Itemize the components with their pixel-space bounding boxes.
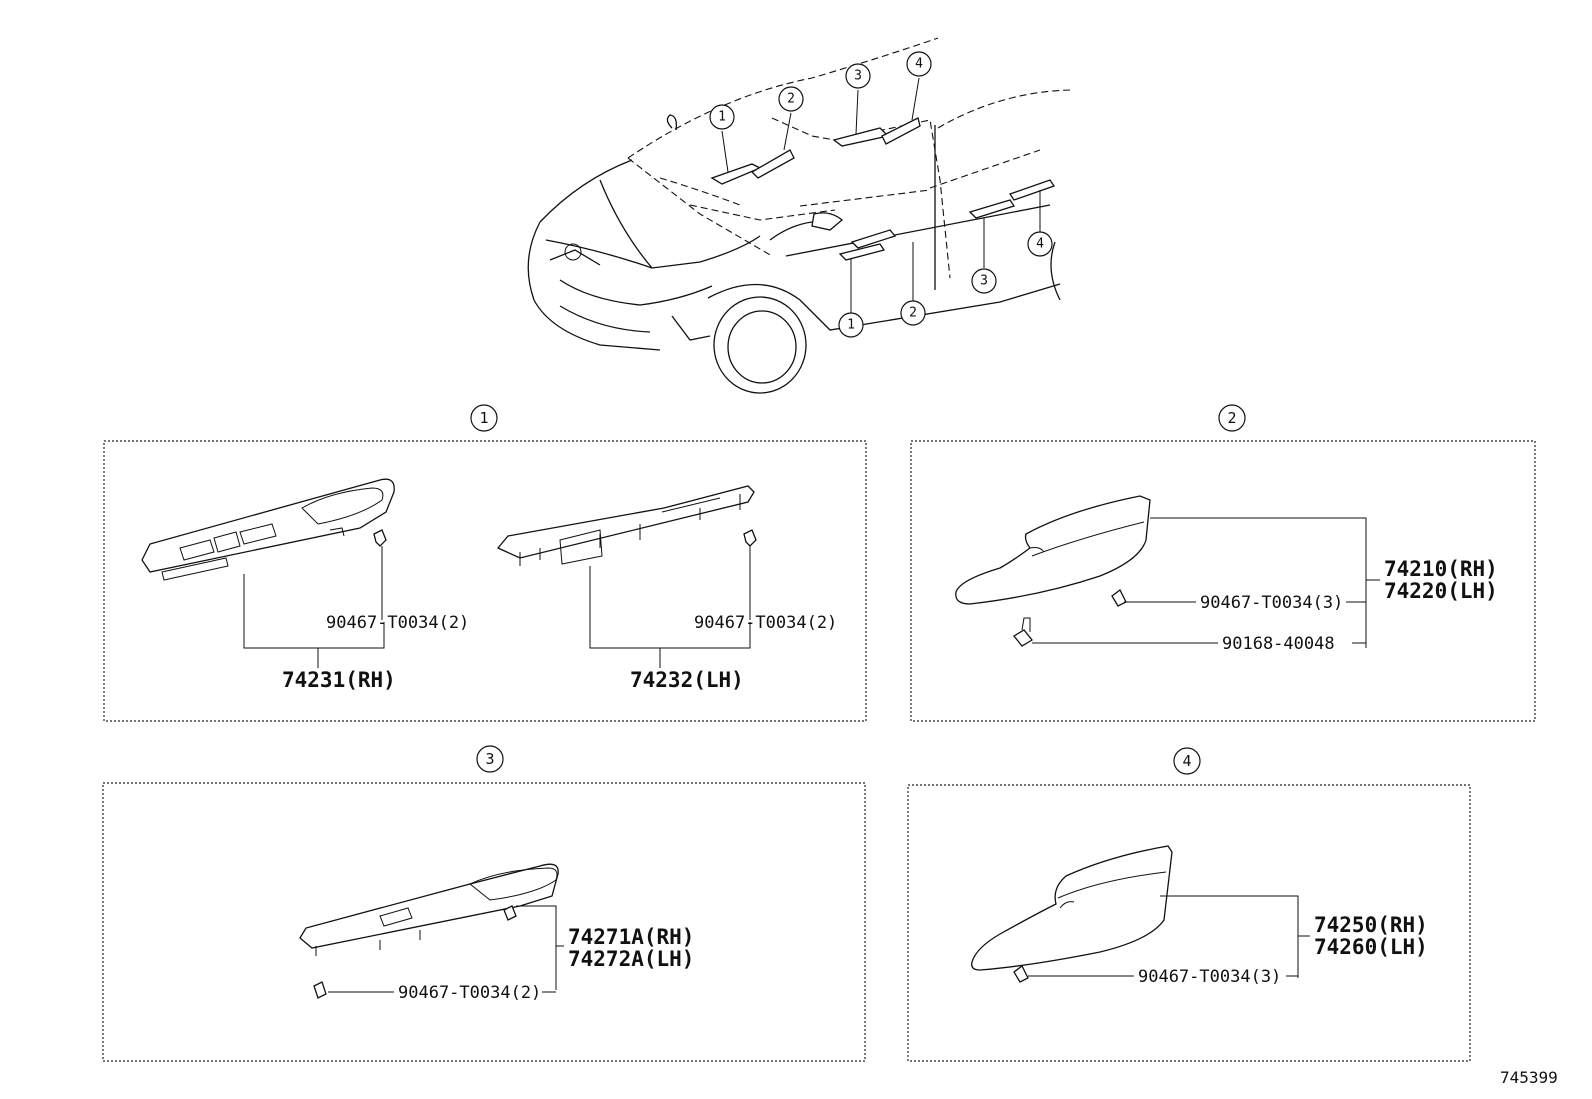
door-trim-rear [971, 845, 1173, 971]
overview-side-callout-1: 1 [847, 318, 855, 333]
clip-icon [1013, 965, 1029, 983]
part-number-assembly-rh: 74250(RH) [1314, 913, 1428, 937]
panel-2: 2 90467-T0034(3) 90168-40048 74210(RH) 7… [910, 404, 1536, 722]
door-switch-panel-lh [496, 485, 755, 566]
door-switch-panel-rh [141, 478, 395, 581]
part-number-clip-rh: 90467-T0034(2) [326, 613, 469, 633]
panel-4: 4 74250(RH) 74260(LH) 90467-T0034(3) [907, 747, 1471, 1062]
panel-3: 3 74271A(RH) 74272A(LH) 90467-T0034(2) [102, 745, 866, 1062]
clip-icon [743, 529, 757, 547]
part-number-assembly-rh: 74271A(RH) [568, 925, 694, 949]
overview-side-callout-4: 4 [1036, 237, 1044, 252]
door-switch-panel-rear [299, 863, 559, 956]
panel-1: 1 90467-T0034(2) 74231(RH) [103, 404, 867, 722]
panel-1-index: 1 [479, 409, 488, 427]
overview-side-callout-3: 3 [980, 274, 988, 289]
part-number-screw: 90168-40048 [1222, 634, 1335, 654]
clip-icon [373, 529, 387, 547]
panel-4-index: 4 [1182, 752, 1191, 770]
diagram-reference-number: 745399 [1500, 1068, 1558, 1087]
part-number-assembly-lh: 74220(LH) [1384, 579, 1498, 603]
panel-3-frame [102, 782, 866, 1062]
panel-1-frame [103, 440, 867, 722]
panel-3-index: 3 [485, 750, 494, 768]
overview-callout-3: 3 [854, 69, 862, 84]
overview-callout-4: 4 [915, 57, 923, 72]
part-number-clip: 90467-T0034(2) [398, 983, 541, 1003]
overview-callout-1: 1 [718, 110, 726, 125]
clip-icon [313, 905, 517, 999]
clip-icon [1111, 589, 1127, 607]
panel-2-frame [910, 440, 1536, 722]
overview-callout-2: 2 [787, 92, 795, 107]
part-number-clip: 90467-T0034(3) [1200, 593, 1343, 613]
car-overview: 1 2 3 4 1 2 3 4 [527, 37, 1071, 394]
part-number-clip: 90467-T0034(3) [1138, 967, 1281, 987]
part-number-clip-lh: 90467-T0034(2) [694, 613, 837, 633]
overview-side-callout-2: 2 [909, 306, 917, 321]
panel-2-index: 2 [1227, 409, 1236, 427]
part-number-assembly-lh: 74272A(LH) [568, 947, 694, 971]
part-number-assembly-rh: 74210(RH) [1384, 557, 1498, 581]
part-number-assembly-lh: 74232(LH) [630, 668, 744, 692]
panel-4-frame [907, 784, 1471, 1062]
door-trim-front [955, 495, 1151, 605]
screw-icon [1013, 617, 1033, 647]
part-number-assembly-rh: 74231(RH) [282, 668, 396, 692]
part-number-assembly-lh: 74260(LH) [1314, 935, 1428, 959]
